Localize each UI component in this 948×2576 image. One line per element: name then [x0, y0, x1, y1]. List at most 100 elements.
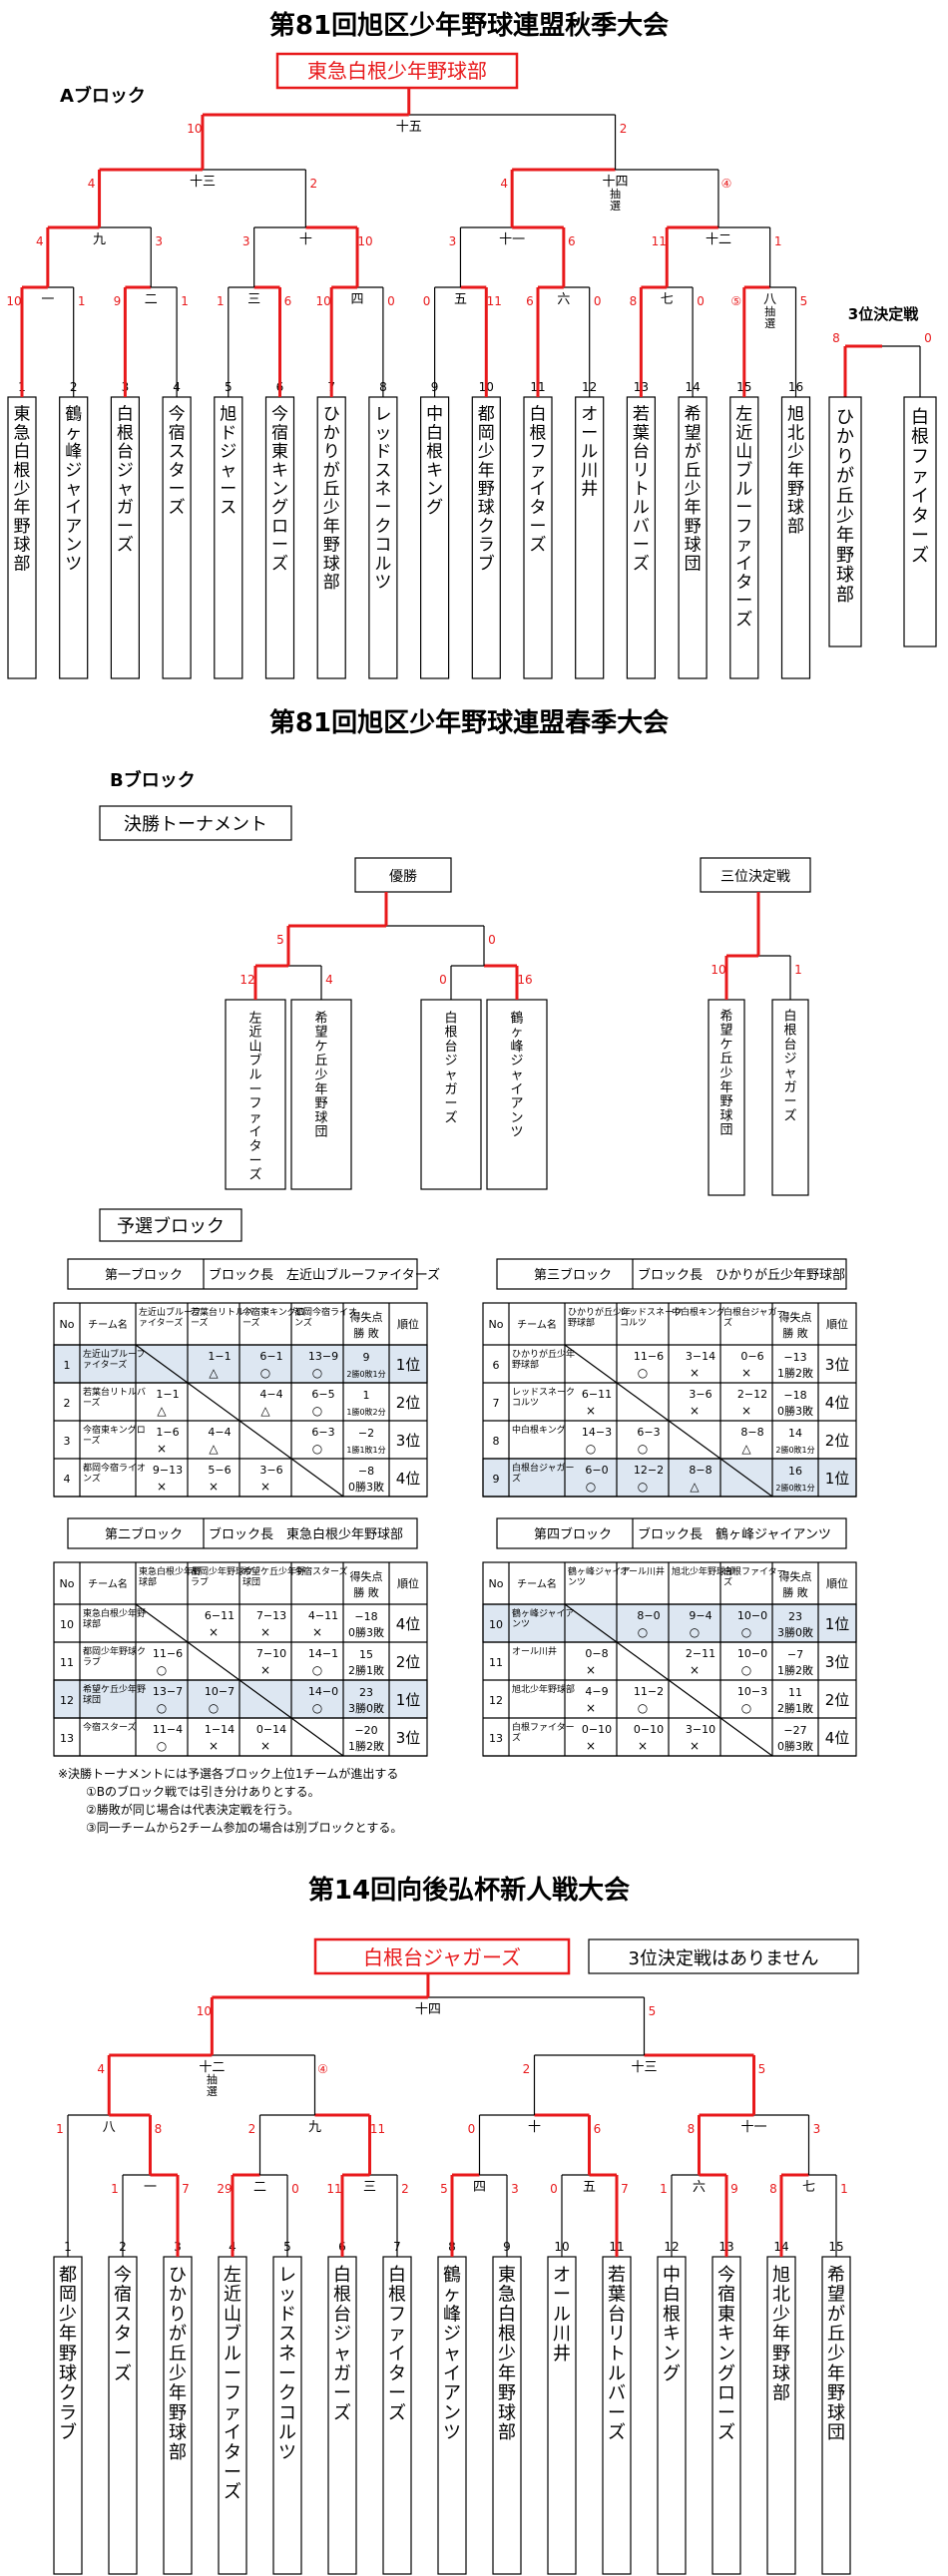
wrapped-label: オール川井 [512, 1645, 557, 1657]
wrapped-line: オール川井 [620, 1565, 665, 1577]
rank: 4位 [396, 1470, 421, 1488]
rank: 4位 [825, 1394, 850, 1412]
block-leader: ブロック長 鶴ヶ峰ジャイアンツ [638, 1526, 831, 1542]
score-label: 1 [181, 294, 189, 308]
wrapped-label: 中白根キング [512, 1424, 566, 1436]
vertical-char: タ [388, 2363, 406, 2384]
score-label: 0 [924, 331, 932, 345]
vertical-char: ス [169, 442, 186, 462]
score-label: 5 [758, 2062, 766, 2076]
table-header: 順位 [397, 1576, 419, 1590]
vertical-char: ー [169, 480, 186, 500]
block-label: Bブロック [110, 769, 196, 791]
rank: 2位 [825, 1432, 850, 1450]
match-score: 2−11 [686, 1647, 715, 1660]
vertical-char: 宿 [169, 423, 186, 443]
vertical-char: ー [224, 2363, 241, 2384]
match-label: 四 [473, 2180, 486, 2195]
wrapped-line: レッドスネーク [620, 1307, 683, 1318]
row-number: 11 [60, 1656, 74, 1669]
vertical-char: 野 [478, 480, 495, 500]
match-result: ○ [586, 1442, 596, 1456]
vertical-char: 野 [827, 2383, 845, 2404]
vertical-char: ル [581, 442, 598, 462]
table-header: 得失点 [779, 1570, 812, 1583]
wrapped-line: ンズ [294, 1317, 312, 1329]
vertical-char: タ [224, 2442, 241, 2463]
vertical-char: 野 [498, 2383, 516, 2404]
team-box [821, 2256, 851, 2575]
score-label: 10 [357, 234, 372, 248]
score-label: 1 [56, 2122, 64, 2136]
team-box [602, 2256, 632, 2575]
table-header: No [489, 1577, 504, 1590]
vertical-char: グ [717, 2363, 735, 2384]
vertical-char: イ [735, 554, 752, 574]
vertical-char: オ [581, 405, 598, 425]
vertical-char: 部 [169, 2442, 187, 2463]
row-number: 3 [64, 1435, 71, 1448]
vertical-char: り [836, 446, 854, 467]
vertical-char: ひ [323, 405, 340, 425]
vertical-char: ル [608, 2363, 626, 2384]
wrapped-line: ラブ [191, 1576, 209, 1588]
vertical-char: ャ [220, 461, 237, 481]
score-label: 6 [526, 294, 534, 308]
match-result: ○ [638, 1625, 648, 1639]
wrapped-label: 今宿スターズ [294, 1565, 348, 1577]
match-result: × [690, 1739, 700, 1753]
third-place-label: 三位決定戦 [720, 869, 790, 885]
vertical-char: タ [911, 506, 929, 527]
wrapped-line: ズ [723, 1317, 732, 1329]
vertical-char: 少 [772, 2304, 790, 2325]
match-result: × [312, 1625, 322, 1639]
vertical-char: ガ [783, 1080, 796, 1095]
rank: 1位 [396, 1356, 421, 1374]
team-box [678, 396, 708, 679]
vertical-char: 少 [827, 2344, 845, 2364]
vertical-char: リ [608, 2324, 626, 2345]
wrapped-line: 左近山ブルーフ [83, 1348, 145, 1360]
run-diff: 16 [788, 1465, 802, 1478]
score-label: 1 [217, 294, 225, 308]
vertical-char: ー [783, 1094, 796, 1109]
win-loss: 1勝2敗 [777, 1366, 813, 1380]
win-loss: 2勝1敗 [348, 1663, 384, 1677]
vertical-char: コ [278, 2402, 296, 2423]
match-score: 8−0 [637, 1609, 660, 1622]
vertical-char: 北 [772, 2285, 790, 2306]
prelim-title-box [99, 1208, 242, 1242]
wrapped-line: 白根ファイター [723, 1565, 786, 1577]
rank: 1位 [825, 1615, 850, 1633]
vertical-char: 根 [783, 1024, 796, 1039]
match-score: 1−1 [156, 1388, 179, 1401]
vertical-char: 岡 [478, 423, 495, 443]
score-label: 11 [652, 234, 667, 248]
vertical-char: 鶴 [443, 2265, 461, 2286]
vertical-char: ラ [478, 536, 495, 556]
win-loss: 3勝0敗 [348, 1701, 384, 1715]
match-result: ○ [157, 1739, 167, 1753]
vertical-char: 少 [59, 2304, 77, 2325]
vertical-char: 白 [333, 2265, 351, 2286]
vertical-char: 球 [14, 536, 31, 556]
vertical-char: キ [663, 2324, 681, 2345]
score-label: 0 [423, 294, 431, 308]
match-result: × [209, 1480, 219, 1494]
wrapped-line: ンツ [512, 1620, 530, 1630]
vertical-char: か [169, 2285, 187, 2306]
wrapped-label: 旭北少年野球部 [672, 1565, 734, 1577]
row-number: 1 [64, 1359, 71, 1372]
vertical-char: ジ [65, 461, 82, 481]
score-label: 1 [78, 294, 86, 308]
match-label: 三 [363, 2180, 376, 2195]
vertical-char: 峰 [443, 2304, 461, 2325]
match-label: 九 [93, 232, 106, 247]
match-score: 0−10 [634, 1723, 664, 1736]
